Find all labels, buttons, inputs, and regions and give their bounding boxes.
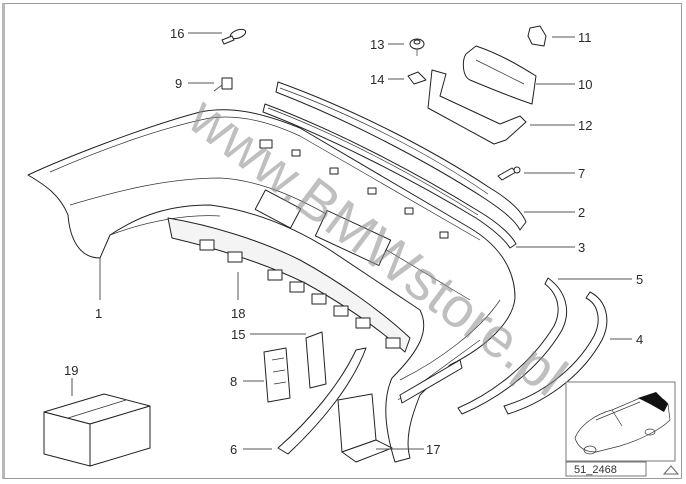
- car-outline-icon: [574, 392, 671, 455]
- callout-6: 6: [230, 442, 237, 457]
- part-diffuser-18[interactable]: [167, 217, 411, 353]
- callout-18: 18: [231, 306, 245, 321]
- part-holder-8[interactable]: [263, 347, 291, 403]
- callout-13: 13: [370, 37, 384, 52]
- callout-14: 14: [370, 72, 384, 87]
- part-strip-2[interactable]: [275, 81, 527, 231]
- callout-5: 5: [636, 272, 643, 287]
- inset-panel: 51_2468: [565, 381, 680, 477]
- part-bracket-15[interactable]: [305, 331, 327, 389]
- callout-7: 7: [578, 166, 585, 181]
- callout-4: 4: [636, 332, 643, 347]
- part-nut-13[interactable]: [409, 38, 425, 56]
- part-trim-5[interactable]: [457, 277, 568, 415]
- callout-11: 11: [578, 30, 592, 45]
- callout-9: 9: [175, 76, 182, 91]
- part-cap-9[interactable]: [213, 77, 233, 92]
- part-bumper-cover[interactable]: [27, 109, 516, 463]
- part-bracket-12[interactable]: [427, 69, 527, 145]
- diagram-code: 51_2468: [574, 464, 617, 476]
- callout-10: 10: [578, 77, 592, 92]
- callout-12: 12: [578, 118, 592, 133]
- callout-17: 17: [426, 442, 440, 457]
- part-bracket-10[interactable]: [462, 45, 537, 105]
- part-clip-14[interactable]: [407, 71, 427, 85]
- part-cover-17[interactable]: [337, 393, 393, 463]
- callout-3: 3: [578, 240, 585, 255]
- part-strip-3[interactable]: [262, 103, 517, 249]
- callout-labels: 16 9 13 14 11 10 12 7 2 3 5 4 1 18 15 8 …: [64, 26, 643, 457]
- part-eye-16[interactable]: [221, 28, 247, 45]
- callout-15: 15: [231, 327, 245, 342]
- leader-lines: [71, 32, 632, 450]
- callout-19: 19: [64, 363, 78, 378]
- part-guide-6[interactable]: [277, 347, 367, 455]
- part-box-19[interactable]: [43, 393, 151, 467]
- triangle-icon: [662, 465, 680, 475]
- callout-2: 2: [578, 205, 585, 220]
- callout-8: 8: [230, 374, 237, 389]
- part-screw-7[interactable]: [497, 166, 521, 181]
- part-clip-11[interactable]: [527, 25, 547, 47]
- diagram-frame: [2, 3, 682, 479]
- callout-1: 1: [95, 306, 102, 321]
- callout-16: 16: [170, 26, 184, 41]
- part-trim-4[interactable]: [503, 291, 608, 415]
